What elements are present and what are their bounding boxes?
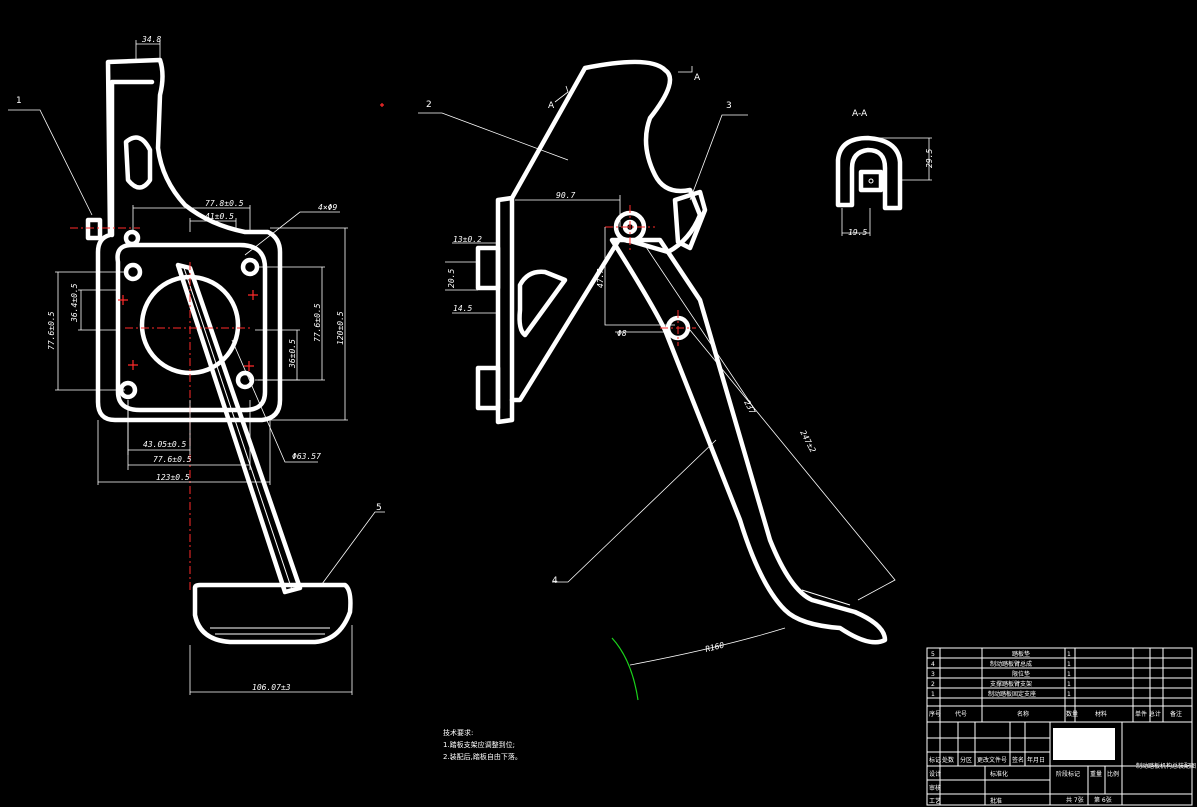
center-marks xyxy=(118,103,384,371)
notes-line2: 2.装配后,踏板自由下落。 xyxy=(443,752,522,761)
notes-heading: 技术要求: xyxy=(443,728,473,737)
drawing-title: 制动踏板机构总装配图 xyxy=(1136,762,1196,770)
bom-header: 序号 代号 名称 数量 材料 单件 总计 备注 xyxy=(929,710,1182,718)
dim-horiz: 90.7 xyxy=(556,191,575,200)
dim-left-outer: 77.6±0.5 xyxy=(47,311,56,350)
drawing-number-box xyxy=(1053,728,1115,760)
hdr-no: 序号 xyxy=(929,710,941,718)
hdr-material: 材料 xyxy=(1095,710,1107,718)
dim-arm-1: 237 xyxy=(742,399,757,416)
tech-notes: 技术要求: 1.踏板支架应调整到位; 2.装配后,踏板自由下落。 xyxy=(443,728,522,761)
section-mark-a-right: A xyxy=(694,73,701,83)
scale-label: 比例 xyxy=(1107,770,1119,778)
approve-label: 批准 xyxy=(990,797,1002,805)
dim-pivot-height: 47.7 xyxy=(596,269,605,288)
section-title: A-A xyxy=(852,109,868,119)
dim-flange: 13±0.2 xyxy=(453,235,482,244)
dim-pivot-dia: Φ8 xyxy=(617,329,627,338)
dim-pedal-width: 106.07±3 xyxy=(252,683,291,692)
bom-name: 制动踏板固定支座 xyxy=(988,690,1036,698)
stage-label: 阶段标记 xyxy=(1056,770,1080,778)
front-view: 34.8 77.8±0.5 41±0.5 4×Φ9 77.6±0.5 36.4±… xyxy=(8,35,385,695)
mark-label: 签名 xyxy=(1012,756,1024,764)
weight-label: 重量 xyxy=(1090,770,1102,778)
bom-name: 踏板垫 xyxy=(1012,650,1030,658)
dim-hole-spacing-inner: 41±0.5 xyxy=(205,212,234,221)
dim-bottom-1: 43.05±0.5 xyxy=(143,440,187,449)
dim-radius: R160 xyxy=(704,641,725,654)
callout-2: 2 xyxy=(426,100,432,110)
dim-right-outer: 120±0.5 xyxy=(336,311,345,345)
callout-4: 4 xyxy=(552,576,558,586)
bom-no: 4 xyxy=(931,661,935,668)
hdr-remark: 备注 xyxy=(1170,710,1182,718)
dim-hole-callout: 4×Φ9 xyxy=(318,203,337,212)
dim-slot: 20.5 xyxy=(447,269,456,288)
bom-qty: 1 xyxy=(1067,691,1071,698)
process-label: 工艺 xyxy=(929,797,941,805)
side-view: A-A A A 90.7 13±0.2 20.5 14.5 47.7 Φ8 23… xyxy=(418,59,896,701)
sheet-total: 共 7张 xyxy=(1066,796,1084,804)
title-block: 5 踏板垫 1 4 制动踏板臂总成 1 3 限位垫 1 2 支撑踏板臂支架 1 … xyxy=(926,647,1196,806)
designer-label: 设计 xyxy=(929,770,941,778)
bom-rows: 5 踏板垫 1 4 制动踏板臂总成 1 3 限位垫 1 2 支撑踏板臂支架 1 … xyxy=(931,650,1071,698)
dim-offset: 14.5 xyxy=(453,304,472,313)
hdr-code: 代号 xyxy=(955,710,967,718)
bom-name: 限位垫 xyxy=(1012,670,1030,678)
notes-line1: 1.踏板支架应调整到位; xyxy=(443,740,515,749)
callout-3: 3 xyxy=(726,101,732,111)
bom-qty: 1 xyxy=(1067,651,1071,658)
bom-no: 1 xyxy=(931,691,935,698)
dim-hole-spacing-top: 77.8±0.5 xyxy=(205,199,244,208)
hdr-weight: 单件 总计 xyxy=(1135,710,1161,718)
bom-qty: 1 xyxy=(1067,681,1071,688)
callout-5: 5 xyxy=(376,503,382,513)
hdr-name: 名称 xyxy=(1017,710,1029,718)
std-label: 标准化 xyxy=(990,770,1008,778)
mark-label: 处数 xyxy=(942,756,954,764)
dim-top-width: 34.8 xyxy=(141,35,161,44)
reviewer-label: 审核 xyxy=(929,784,941,792)
revision-marks: 标记 处数 分区 更改文件号 签名 年月日 xyxy=(929,756,1045,764)
section-view: A-A 29.5 19.5 xyxy=(835,109,934,237)
bom-name: 支撑踏板臂支架 xyxy=(990,680,1032,688)
dim-circle-dia: Φ63.57 xyxy=(292,452,321,461)
dim-right-2: 36±0.5 xyxy=(288,339,297,369)
dim-bottom-2: 77.6±0.5 xyxy=(153,455,192,464)
bom-no: 3 xyxy=(931,671,935,678)
section-mark-a-left: A xyxy=(548,101,555,111)
hdr-qty: 数量 xyxy=(1066,710,1078,718)
dim-bottom-3: 123±0.5 xyxy=(156,473,190,482)
dim-sec-width: 19.5 xyxy=(848,228,867,237)
dim-right-1: 77.6±0.5 xyxy=(313,303,322,342)
dim-left-inner: 36.4±0.5 xyxy=(70,283,79,323)
bom-name: 制动踏板臂总成 xyxy=(990,660,1032,668)
bom-no: 2 xyxy=(931,681,935,688)
bom-qty: 1 xyxy=(1067,671,1071,678)
bom-no: 5 xyxy=(931,651,935,658)
dim-sec-height: 29.5 xyxy=(925,149,934,168)
sheet-no: 第 6张 xyxy=(1094,796,1112,804)
mark-label: 标记 xyxy=(929,756,941,764)
mark-label: 更改文件号 xyxy=(977,756,1007,764)
dim-arm-2: 247±2 xyxy=(798,429,817,455)
callout-1: 1 xyxy=(16,96,22,106)
mark-label: 年月日 xyxy=(1027,756,1045,764)
bom-qty: 1 xyxy=(1067,661,1071,668)
mark-label: 分区 xyxy=(960,756,972,764)
